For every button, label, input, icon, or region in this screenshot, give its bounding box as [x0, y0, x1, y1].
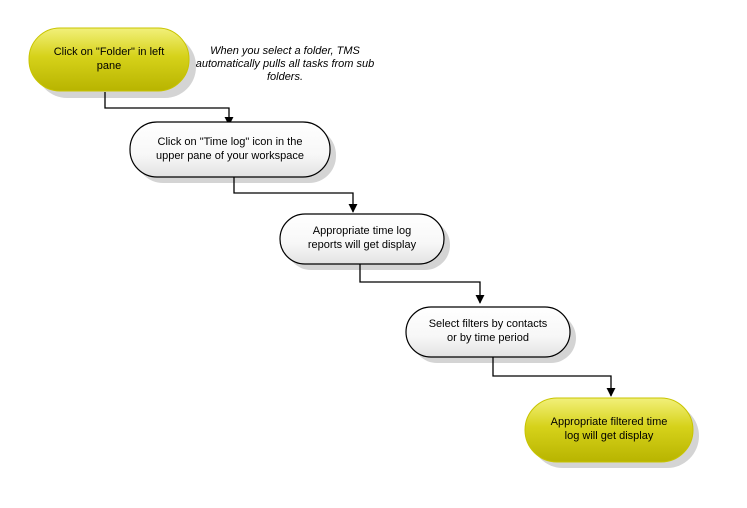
- nodes: [28, 27, 694, 463]
- node-n1-shape: [28, 27, 190, 92]
- node-n5-label: Appropriate filtered time log will get d…: [550, 416, 668, 442]
- annotation-note: When you select a folder, TMS automatica…: [195, 45, 375, 83]
- node-n2-label: Click on "Time log" icon in the upper pa…: [156, 136, 304, 162]
- node-n5-shape: [524, 397, 694, 463]
- node-n4-label: Select filters by contacts or by time pe…: [428, 318, 548, 344]
- connector-n1-n2: [104, 92, 234, 126]
- connectors: [104, 92, 616, 397]
- node-n1-label: Click on "Folder" in left pane: [53, 46, 165, 72]
- connector-n4-n5: [492, 356, 616, 397]
- node-n2-shape: [129, 121, 331, 178]
- node-n3-label: Appropriate time log reports will get di…: [307, 225, 417, 251]
- connector-n2-n3: [233, 177, 358, 213]
- node-n3-shape: [279, 213, 445, 265]
- connector-n3-n4: [359, 264, 485, 304]
- node-n4-shape: [405, 306, 571, 358]
